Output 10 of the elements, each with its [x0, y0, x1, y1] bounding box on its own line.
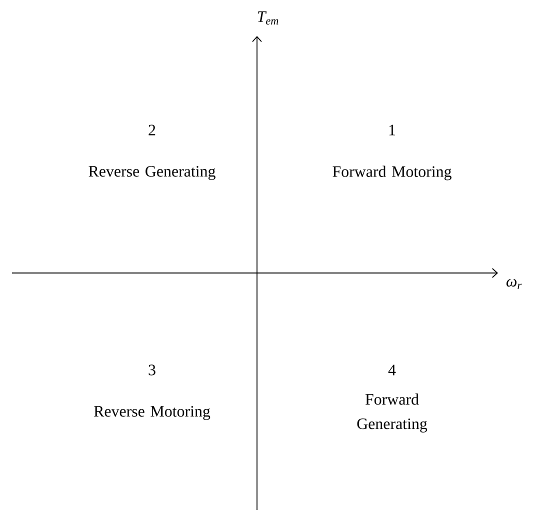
quadrant-name: Reverse Motoring [94, 406, 210, 420]
quadrant-name: Forward Generating [357, 394, 428, 432]
quadrant-name: Forward Motoring [332, 166, 452, 180]
quadrant-number: 4 [388, 364, 396, 376]
quadrant-number: 2 [148, 124, 156, 136]
quadrant-number: 3 [148, 364, 156, 376]
quadrant-name: Reverse Generating [88, 166, 216, 180]
axis-label: T$_{em}$ [258, 11, 278, 25]
quadrant-number: 1 [389, 124, 396, 136]
axis-label: ω$_{r}$ [506, 278, 522, 290]
